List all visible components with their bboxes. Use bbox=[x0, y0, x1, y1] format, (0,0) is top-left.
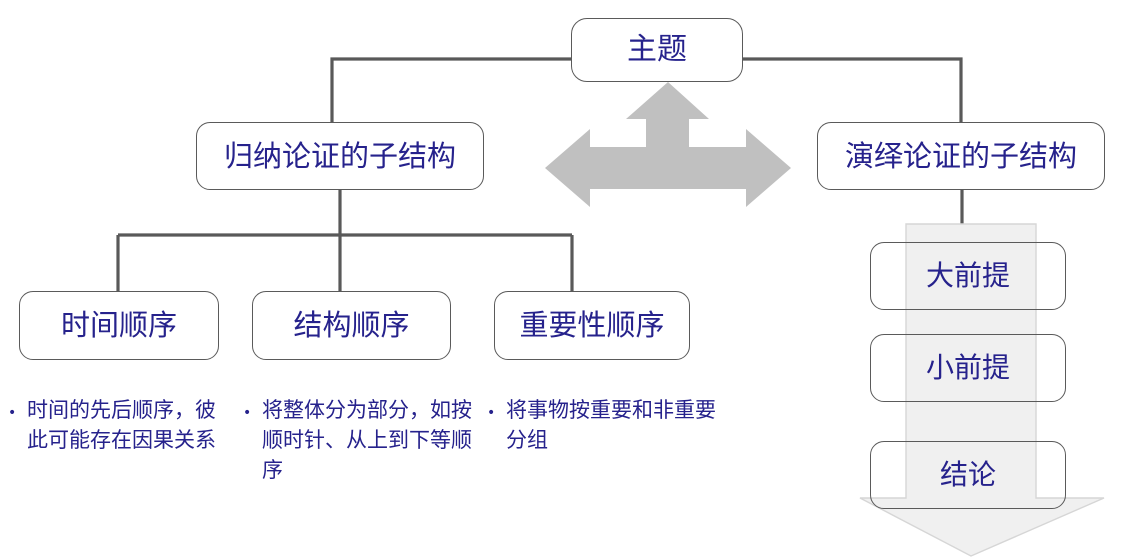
node-main-topic[interactable]: 主题 bbox=[571, 18, 743, 82]
node-importance-order-label: 重要性顺序 bbox=[519, 308, 665, 342]
node-deductive-substructure[interactable]: 演绎论证的子结构 bbox=[817, 122, 1105, 190]
node-structure-order-label: 结构顺序 bbox=[293, 308, 410, 342]
connector-root-to-inductive bbox=[330, 57, 571, 122]
down-flow-arrow bbox=[859, 223, 1105, 557]
bidirectional-up-arrow bbox=[545, 82, 791, 207]
node-conclusion[interactable]: 结论 bbox=[870, 441, 1066, 509]
node-time-order-label: 时间顺序 bbox=[60, 308, 177, 342]
node-major-premise[interactable]: 大前提 bbox=[870, 242, 1066, 310]
node-minor-premise-label: 小前提 bbox=[925, 351, 1010, 384]
node-major-premise-label: 大前提 bbox=[925, 259, 1010, 292]
node-deductive-substructure-label: 演绎论证的子结构 bbox=[844, 138, 1077, 173]
node-structure-order[interactable]: 结构顺序 bbox=[252, 291, 451, 360]
node-inductive-substructure[interactable]: 归纳论证的子结构 bbox=[196, 122, 484, 190]
node-inductive-substructure-label: 归纳论证的子结构 bbox=[223, 138, 456, 173]
node-conclusion-label: 结论 bbox=[939, 458, 996, 491]
node-time-order[interactable]: 时间顺序 bbox=[19, 291, 219, 360]
node-main-topic-label: 主题 bbox=[627, 32, 687, 67]
node-minor-premise[interactable]: 小前提 bbox=[870, 334, 1066, 402]
connector-root-to-deductive bbox=[743, 57, 963, 122]
node-importance-order[interactable]: 重要性顺序 bbox=[494, 291, 690, 360]
